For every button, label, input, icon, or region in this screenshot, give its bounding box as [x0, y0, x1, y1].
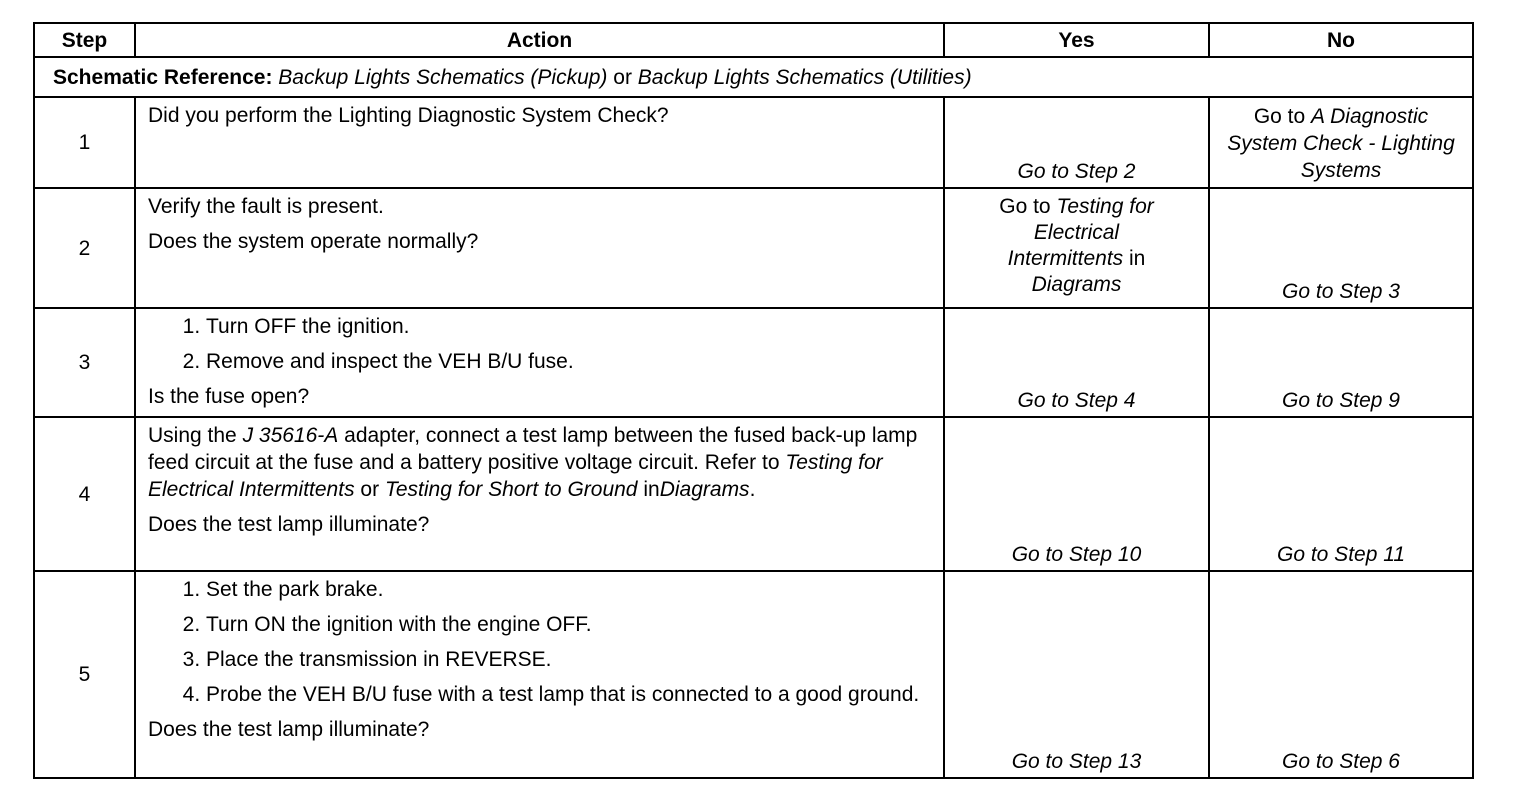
schematic-reference: Schematic Reference: Backup Lights Schem…	[33, 56, 1474, 98]
table-row: 1 Did you perform the Lighting Diagnosti…	[33, 96, 1474, 189]
no-cell: Go to Step 6	[1208, 570, 1474, 779]
step-number: 5	[33, 570, 136, 779]
yes-cell: Go to Testing for Electrical Intermitten…	[943, 187, 1210, 309]
schematic-row: Schematic Reference: Backup Lights Schem…	[33, 56, 1474, 98]
schematic-label: Schematic Reference:	[53, 65, 273, 89]
yes-goto-link[interactable]: Testing for Electrical Intermittents	[1007, 195, 1154, 270]
yes-cell: Go to Step 4	[943, 307, 1210, 418]
list-item: Turn OFF the ignition.	[206, 313, 933, 340]
action-instruction: Using the J 35616-A adapter, connect a t…	[148, 422, 933, 503]
header-action: Action	[134, 22, 945, 58]
action-or: or	[360, 478, 380, 501]
yes-in: in	[1129, 247, 1146, 270]
schematic-link-utilities[interactable]: Backup Lights Schematics (Utilities)	[637, 65, 972, 89]
action-question: Is the fuse open?	[148, 385, 310, 408]
table-row: 4 Using the J 35616-A adapter, connect a…	[33, 416, 1474, 572]
list-item: Place the transmission in REVERSE.	[206, 646, 933, 673]
list-item: Probe the VEH B/U fuse with a test lamp …	[206, 681, 933, 708]
action-question: Does the test lamp illuminate?	[148, 513, 430, 536]
yes-prefix: Go to	[999, 195, 1051, 218]
action-text-b: adapter, connect a test lamp between the…	[148, 424, 918, 474]
header-step: Step	[33, 22, 136, 58]
list-item: Turn ON the ignition with the engine OFF…	[206, 611, 933, 638]
diagnostic-table: Step Action Yes No Schematic Reference: …	[33, 22, 1474, 779]
no-goto-link[interactable]: Go to Step 6	[1282, 750, 1400, 773]
action-list: Set the park brake. Turn ON the ignition…	[148, 576, 933, 708]
yes-goto-link[interactable]: Go to Step 2	[1017, 160, 1136, 183]
no-cell: Go to Step 11	[1208, 416, 1474, 572]
yes-goto-link-diagrams[interactable]: Diagrams	[1031, 273, 1122, 296]
action-list: Turn OFF the ignition. Remove and inspec…	[148, 313, 933, 375]
ref-link-diagrams[interactable]: Diagrams	[659, 478, 750, 501]
yes-goto-link[interactable]: Go to Step 13	[1011, 750, 1142, 773]
no-prefix: Go to	[1253, 105, 1306, 128]
no-cell: Go to Step 3	[1208, 187, 1474, 309]
no-cell: Go to A Diagnostic System Check - Lighti…	[1208, 96, 1474, 189]
header-no: No	[1208, 22, 1474, 58]
no-goto-link[interactable]: Go to Step 3	[1282, 280, 1400, 303]
action-text: Using the J 35616-A adapter, connect a t…	[134, 416, 945, 572]
table-row: 5 Set the park brake. Turn ON the igniti…	[33, 570, 1474, 779]
ref-link-intermittents[interactable]: Testing for Electrical Intermittents	[148, 451, 883, 501]
action-question: Does the system operate normally?	[148, 230, 479, 253]
header-row: Step Action Yes No	[33, 22, 1474, 58]
list-item: Remove and inspect the VEH B/U fuse.	[206, 348, 933, 375]
step-number: 2	[33, 187, 136, 309]
action-question: Does the test lamp illuminate?	[148, 718, 430, 741]
list-item: Set the park brake.	[206, 576, 933, 603]
step-number: 1	[33, 96, 136, 189]
table-row: 3 Turn OFF the ignition. Remove and insp…	[33, 307, 1474, 418]
yes-goto-link[interactable]: Go to Step 10	[1011, 543, 1142, 566]
table-row: 2 Verify the fault is present. Does the …	[33, 187, 1474, 309]
action-text: Verify the fault is present. Does the sy…	[134, 187, 945, 309]
schematic-or: or	[613, 65, 632, 89]
step-number: 4	[33, 416, 136, 572]
yes-cell: Go to Step 10	[943, 416, 1210, 572]
schematic-link-pickup[interactable]: Backup Lights Schematics (Pickup)	[278, 65, 608, 89]
action-text: Turn OFF the ignition. Remove and inspec…	[134, 307, 945, 418]
yes-cell: Go to Step 2	[943, 96, 1210, 189]
action-text-a: Using the	[148, 424, 237, 447]
action-instruction: Verify the fault is present.	[148, 195, 384, 218]
action-in: in	[643, 478, 660, 501]
tool-reference: J 35616-A	[242, 424, 339, 447]
action-text: Set the park brake. Turn ON the ignition…	[134, 570, 945, 779]
action-question: Did you perform the Lighting Diagnostic …	[148, 104, 669, 127]
no-goto-link[interactable]: A Diagnostic System Check - Lighting Sys…	[1227, 105, 1455, 182]
action-end: .	[749, 478, 756, 501]
header-yes: Yes	[943, 22, 1210, 58]
yes-cell: Go to Step 13	[943, 570, 1210, 779]
no-goto-link[interactable]: Go to Step 11	[1276, 543, 1406, 566]
ref-link-short-to-ground[interactable]: Testing for Short to Ground	[384, 478, 638, 501]
yes-goto-link[interactable]: Go to Step 4	[1017, 389, 1136, 412]
step-number: 3	[33, 307, 136, 418]
action-text: Did you perform the Lighting Diagnostic …	[134, 96, 945, 189]
no-cell: Go to Step 9	[1208, 307, 1474, 418]
no-goto-link[interactable]: Go to Step 9	[1282, 389, 1400, 412]
